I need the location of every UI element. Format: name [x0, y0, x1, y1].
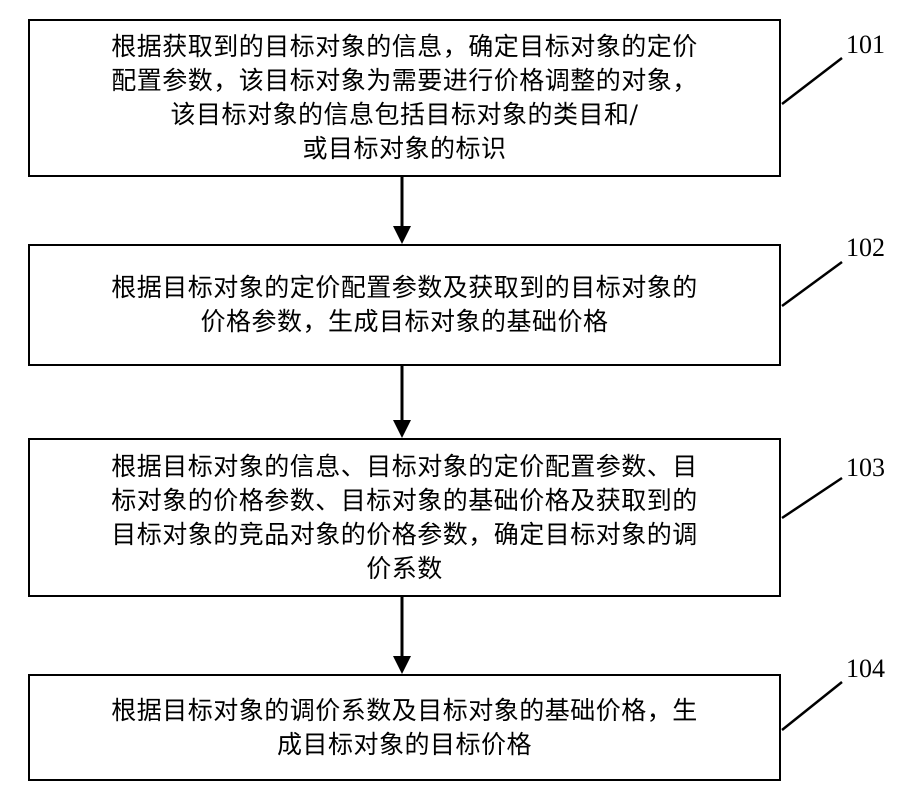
arrow-101-to-102 [393, 177, 411, 244]
arrow-102-to-103 [393, 366, 411, 438]
leader-line-104 [782, 682, 842, 730]
step-box-103: 根据目标对象的信息、目标对象的定价配置参数、目 标对象的价格参数、目标对象的基础… [28, 438, 781, 597]
step-text-104: 根据目标对象的调价系数及目标对象的基础价格，生 成目标对象的目标价格 [111, 694, 698, 762]
leader-line-103 [782, 478, 842, 518]
leader-line-102 [782, 262, 842, 306]
step-text-103: 根据目标对象的信息、目标对象的定价配置参数、目 标对象的价格参数、目标对象的基础… [111, 450, 698, 586]
step-label-103: 103 [846, 453, 885, 483]
step-box-104: 根据目标对象的调价系数及目标对象的基础价格，生 成目标对象的目标价格 [28, 674, 781, 781]
step-label-104: 104 [846, 654, 885, 684]
step-box-102: 根据目标对象的定价配置参数及获取到的目标对象的 价格参数，生成目标对象的基础价格 [28, 244, 781, 366]
step-text-101: 根据获取到的目标对象的信息，确定目标对象的定价 配置参数，该目标对象为需要进行价… [111, 30, 698, 166]
arrow-103-to-104 [393, 597, 411, 674]
step-label-101: 101 [846, 30, 885, 60]
step-box-101: 根据获取到的目标对象的信息，确定目标对象的定价 配置参数，该目标对象为需要进行价… [28, 19, 781, 177]
step-label-102: 102 [846, 233, 885, 263]
leader-line-101 [782, 58, 842, 104]
step-text-102: 根据目标对象的定价配置参数及获取到的目标对象的 价格参数，生成目标对象的基础价格 [111, 271, 698, 339]
